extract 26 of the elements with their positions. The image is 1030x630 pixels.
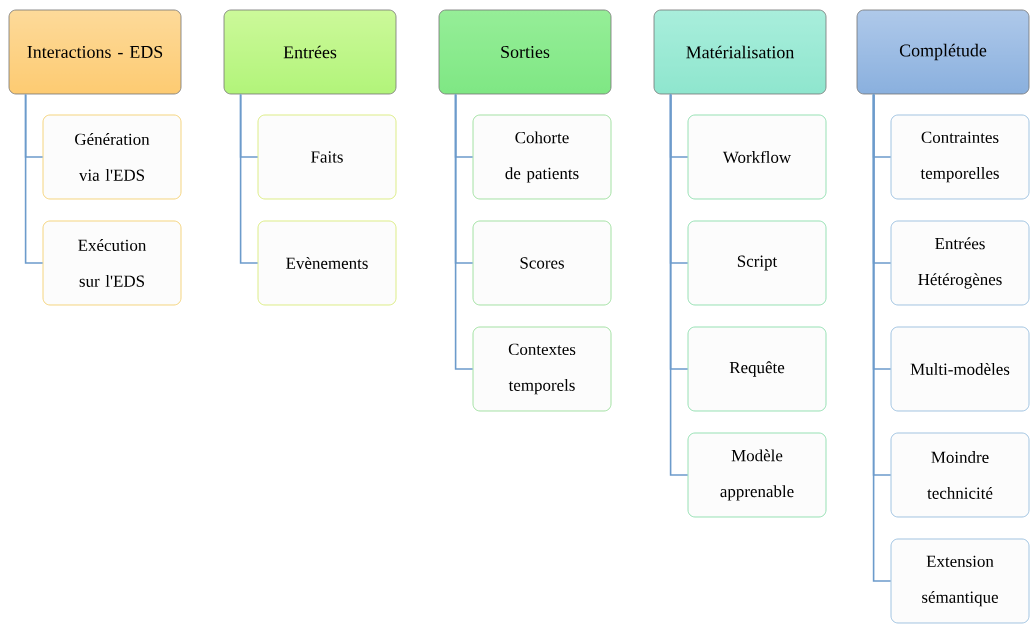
item-box: Cohorte de patients [472,114,612,200]
item-box: Moindre technicité [890,432,1030,518]
item-box: Entrées Hétérogènes [890,220,1030,306]
category-box: Sorties [438,9,612,95]
tree-connector [669,93,689,476]
item-box: Modèle apprenable [687,432,827,518]
category-box: Entrées [223,9,397,95]
category-box: Interactions - EDS [8,9,182,95]
category-box: Matérialisation [653,9,827,95]
tree-connector [24,93,44,264]
tree-connector [454,93,474,370]
item-box: Script [687,220,827,306]
item-box: Contraintes temporelles [890,114,1030,200]
item-box: Exécution sur l'EDS [42,220,182,306]
item-box: Evènements [257,220,397,306]
item-box: Workflow [687,114,827,200]
item-box: Faits [257,114,397,200]
tree-connector [239,93,259,264]
item-box: Extension sémantique [890,538,1030,624]
item-box: Requête [687,326,827,412]
item-box: Multi-modèles [890,326,1030,412]
item-box: Scores [472,220,612,306]
item-box: Contextes temporels [472,326,612,412]
category-box: Complétude [856,9,1030,95]
tree-connector [872,93,892,582]
item-box: Génération via l'EDS [42,114,182,200]
